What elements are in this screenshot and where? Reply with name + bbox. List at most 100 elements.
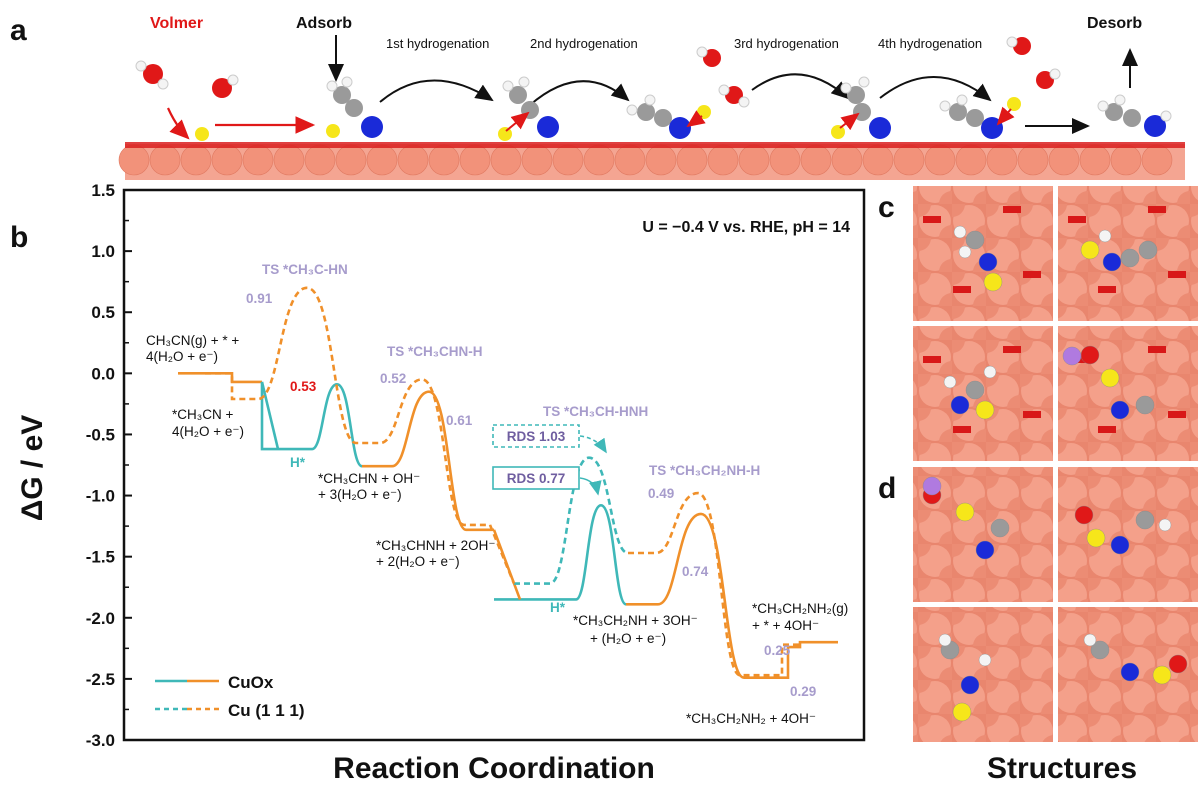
atom bbox=[978, 252, 998, 272]
desorb-label: Desorb bbox=[1087, 15, 1142, 32]
atom bbox=[922, 476, 942, 496]
oxide-fragment bbox=[1148, 346, 1166, 353]
oxide-fragment bbox=[1168, 411, 1186, 418]
hydrogenation-1-arrow bbox=[379, 79, 494, 103]
copper-atom bbox=[1017, 144, 1049, 176]
panel-c: c bbox=[878, 191, 895, 224]
atom bbox=[950, 395, 970, 415]
copper-atom bbox=[1141, 144, 1173, 176]
copper-atom bbox=[335, 144, 367, 176]
atom bbox=[1080, 240, 1100, 260]
atom bbox=[1138, 240, 1158, 260]
panel-d: d bbox=[878, 472, 896, 505]
hydrogenation-2-arrow bbox=[529, 80, 630, 106]
copper-atom bbox=[180, 144, 212, 176]
state-label-end: + * + 4OH⁻ bbox=[752, 618, 819, 633]
copper-atom bbox=[955, 144, 987, 176]
water-cluster bbox=[1006, 36, 1061, 89]
ts-label: TS *CH₃CH-HNH bbox=[543, 404, 648, 419]
structure-tile bbox=[1058, 607, 1198, 742]
oxide-fragment bbox=[1023, 271, 1041, 278]
atom bbox=[975, 400, 995, 420]
cuox-teal-segment bbox=[260, 381, 363, 468]
intermediate-1 bbox=[498, 76, 559, 141]
hydrogenation-3-arrow bbox=[751, 73, 850, 100]
atom bbox=[965, 230, 985, 250]
y-axis: 1.51.00.50.0-0.5-1.0-1.5-2.0-2.5-3.0 bbox=[86, 181, 132, 750]
copper-surface bbox=[118, 142, 1185, 180]
hydrogenation-4-label: 4th hydrogenation bbox=[878, 36, 982, 51]
structure-tile bbox=[913, 607, 1053, 742]
state-label-end: *CH₃CH₂NH₂(g) bbox=[752, 601, 848, 616]
atom bbox=[943, 375, 957, 389]
oxide-fragment bbox=[1098, 286, 1116, 293]
structure-tile bbox=[1058, 467, 1198, 602]
atom bbox=[1083, 633, 1097, 647]
copper-atom bbox=[118, 144, 150, 176]
barrier-value: 0.25 bbox=[764, 643, 791, 658]
condition-label: U = −0.4 V vs. RHE, pH = 14 bbox=[642, 219, 850, 236]
copper-atom bbox=[676, 144, 708, 176]
y-tick-label: -2.0 bbox=[86, 609, 115, 628]
structure-tile bbox=[913, 467, 1053, 602]
barrier-value: 0.91 bbox=[246, 291, 273, 306]
state-label-1: + 3(H₂O + e⁻) bbox=[318, 487, 402, 502]
water-molecule bbox=[135, 60, 169, 90]
state-label-adsorbed: *CH₃CN + bbox=[172, 407, 233, 422]
atom bbox=[990, 518, 1010, 538]
legend-label-cuox: CuOx bbox=[228, 673, 274, 692]
oxide-fragment bbox=[923, 356, 941, 363]
atom bbox=[1110, 400, 1130, 420]
barrier-value: 0.29 bbox=[790, 684, 816, 699]
rds-arrow-cuox bbox=[579, 477, 602, 496]
oxide-fragment bbox=[953, 426, 971, 433]
series-cuox bbox=[178, 372, 838, 679]
structure-tile bbox=[913, 326, 1053, 461]
intermediate-2 bbox=[626, 94, 711, 139]
atom bbox=[983, 272, 1003, 292]
copper-atom bbox=[1048, 144, 1080, 176]
y-tick-label: -1.0 bbox=[86, 487, 115, 506]
panel-b: b 1.51.00.50.0-0.5-1.0-1.5-2.0-2.5-3.0 Δ… bbox=[10, 181, 866, 785]
cuox-teal-segment bbox=[494, 504, 627, 606]
copper-atom bbox=[552, 144, 584, 176]
atom bbox=[1120, 248, 1140, 268]
panel-c-letter: c bbox=[878, 191, 895, 224]
barrier-value: 0.61 bbox=[446, 413, 473, 428]
energy-curves bbox=[178, 286, 838, 679]
atom bbox=[958, 245, 972, 259]
atom bbox=[1086, 528, 1106, 548]
y-tick-label: 0.5 bbox=[91, 303, 115, 322]
y-tick-label: 0.0 bbox=[91, 364, 115, 383]
y-tick-label: -1.5 bbox=[86, 548, 115, 567]
atom bbox=[1100, 368, 1120, 388]
copper-atom bbox=[924, 144, 956, 176]
y-tick-label: 1.0 bbox=[91, 242, 115, 261]
atom bbox=[960, 675, 980, 695]
y-tick-label: 1.5 bbox=[91, 181, 115, 200]
rds-box-cuox bbox=[492, 466, 580, 490]
atom bbox=[1102, 252, 1122, 272]
atom bbox=[1090, 640, 1110, 660]
oxide-fragment bbox=[1068, 216, 1086, 223]
copper-atom bbox=[769, 144, 801, 176]
hydrogenation-2-label: 2nd hydrogenation bbox=[530, 36, 638, 51]
rds-arrow-cu111 bbox=[579, 435, 607, 454]
atom bbox=[1120, 662, 1140, 682]
copper-atom bbox=[831, 144, 863, 176]
ts-label: TS *CH₃C-HN bbox=[262, 262, 348, 277]
atom bbox=[955, 502, 975, 522]
oxide-fragment bbox=[1098, 426, 1116, 433]
atom bbox=[1135, 395, 1155, 415]
copper-atom bbox=[893, 144, 925, 176]
adsorb-label: Adsorb bbox=[296, 15, 352, 32]
copper-atom bbox=[1110, 144, 1142, 176]
state-label-final: *CH₃CH₂NH₂ + 4OH⁻ bbox=[686, 711, 816, 726]
structure-tile bbox=[1058, 326, 1198, 461]
copper-atom bbox=[645, 144, 677, 176]
ts-label: TS *CH₃CH₂NH-H bbox=[649, 463, 760, 478]
cuox-connector bbox=[260, 381, 280, 450]
atom bbox=[978, 653, 992, 667]
rds-box-cu111 bbox=[492, 424, 580, 448]
